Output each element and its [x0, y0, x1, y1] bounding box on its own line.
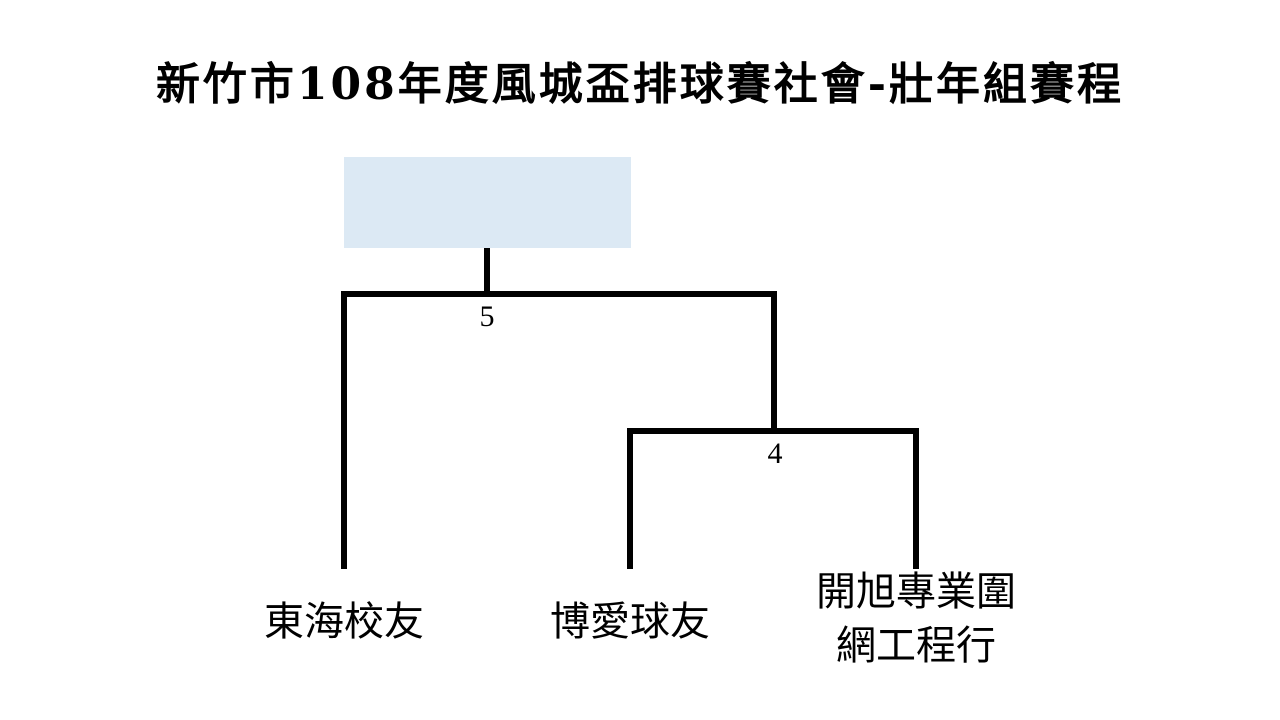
team-label-line: 開旭專業圍 — [816, 569, 1016, 615]
semi-left-leg — [627, 428, 633, 569]
final-match-number: 5 — [479, 300, 495, 333]
champion-box — [344, 157, 631, 248]
semi-match-number: 4 — [767, 437, 783, 470]
final-right-leg — [771, 291, 777, 433]
final-to-winner-line — [484, 248, 490, 294]
semi-right-leg — [913, 428, 919, 569]
final-match-bar — [341, 291, 777, 297]
team-label-line: 網工程行 — [836, 623, 996, 669]
team-label: 東海校友 — [264, 599, 424, 645]
team-label: 博愛球友 — [550, 599, 710, 645]
page-title: 新竹市108年度風城盃排球賽社會-壯年組賽程 — [155, 59, 1125, 110]
semi-match-bar — [627, 428, 919, 434]
final-left-leg — [341, 291, 347, 569]
team-label-multiline: 開旭專業圍 網工程行 — [786, 565, 1046, 673]
